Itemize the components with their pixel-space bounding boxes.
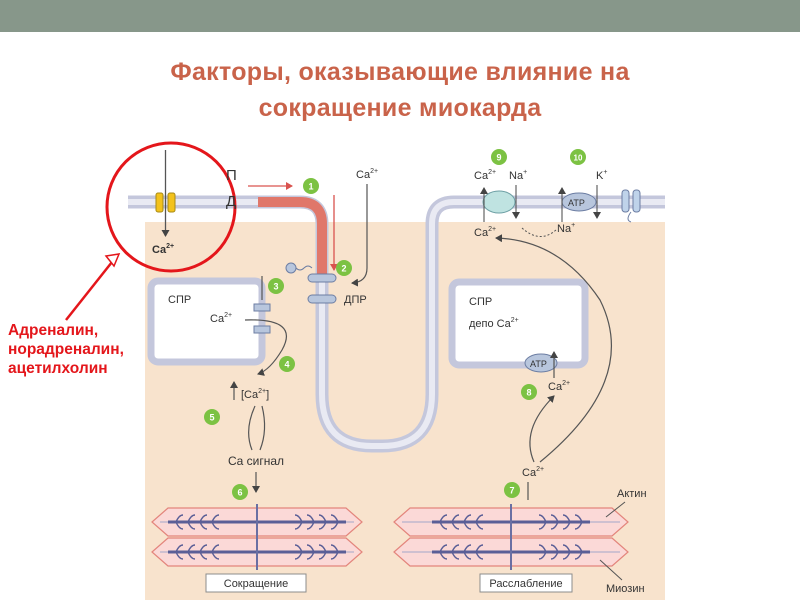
annotation-arrow — [65, 261, 113, 321]
ap-label-d: Д — [226, 193, 236, 210]
dpr-label: ДПР — [344, 294, 367, 306]
annotation-line-2: норадреналин, — [8, 341, 124, 358]
step-badge-4 — [279, 356, 295, 372]
step-badge-8 — [521, 384, 537, 400]
highlight-circle — [105, 141, 237, 273]
step-1-label: 1 — [308, 182, 313, 192]
annotation-arrowhead — [104, 253, 121, 268]
title-line-1: Факторы, оказывающие влияние на — [170, 58, 630, 86]
dhpr-receptor-bottom — [307, 294, 337, 304]
step-badge-9 — [491, 149, 507, 165]
ca-in-label: Ca2+ — [474, 226, 496, 239]
ryr-channel-bottom — [253, 325, 271, 334]
step-3-label: 3 — [273, 282, 278, 292]
relaxation-box — [479, 573, 573, 593]
na-in-label: Na+ — [509, 169, 527, 182]
title-line-2: сокращение миокарда — [258, 94, 542, 122]
sr-right-label: СПР — [469, 296, 492, 308]
ca-out-label: Ca2+ — [474, 169, 496, 182]
step-badge-1 — [303, 178, 319, 194]
ca-signal-label: Ca сигнал — [228, 454, 284, 468]
ca-top-label: Ca2+ — [356, 168, 378, 181]
myosin-label: Миозин — [606, 583, 645, 595]
sarcomere-right — [393, 504, 629, 570]
k-channel-right — [632, 189, 641, 213]
step-4-label: 4 — [284, 360, 289, 370]
k-label: K+ — [596, 169, 607, 182]
annotation-line-3: ацетилхолин — [8, 360, 108, 377]
step-badge-7 — [504, 482, 520, 498]
actin-label: Актин — [617, 488, 647, 500]
step-10-label: 10 — [574, 154, 583, 163]
depot-label: депо Ca2+ — [469, 317, 519, 330]
ca-to-sr-arrow — [529, 395, 555, 463]
hormone-annotation: Адреналин, норадреналин, ацетилхолин — [8, 321, 124, 378]
sr-left-label: СПР — [168, 294, 191, 306]
sr-left — [147, 277, 266, 366]
ap-label-p: П — [226, 167, 237, 184]
page-title: Факторы, оказывающие влияние на сокращен… — [0, 54, 800, 126]
step-5-label: 5 — [209, 413, 214, 423]
ryr-channel-top — [253, 303, 271, 312]
step-6-label: 6 — [237, 488, 242, 498]
annotation-line-1: Адреналин, — [8, 322, 99, 339]
step-badge-3 — [268, 278, 284, 294]
serca-pump — [524, 353, 558, 373]
ca-bottom-label: Ca2+ — [522, 466, 544, 479]
step-7-label: 7 — [509, 486, 514, 496]
step-2-label: 2 — [341, 264, 346, 274]
step-9-label: 9 — [496, 153, 501, 163]
dhpr-receptor-top — [307, 273, 337, 283]
ligand-icon — [285, 262, 297, 274]
sr-left-ca: Ca2+ — [210, 312, 232, 325]
ca-entry-arrow — [351, 184, 368, 287]
na-out-label: Na+ — [557, 222, 575, 235]
step-badge-5 — [204, 409, 220, 425]
top-bar — [0, 0, 800, 32]
ca-concentration: [Ca2+] — [241, 388, 269, 401]
myosin-pointer — [599, 559, 623, 581]
ca-channel-right — [167, 192, 176, 213]
step-badge-2 — [336, 260, 352, 276]
relaxation-label: Расслабление — [489, 578, 562, 590]
ca-uptake-label: Ca2+ — [548, 380, 570, 393]
sarcomere-left — [151, 504, 363, 570]
step-badge-6 — [232, 484, 248, 500]
sr-right — [448, 278, 589, 369]
step-badge-10 — [570, 149, 586, 165]
ca-release-arrow — [244, 319, 287, 376]
depolarized-membrane — [258, 197, 327, 282]
k-channel-left — [621, 189, 630, 213]
step-8-label: 8 — [526, 388, 531, 398]
contraction-box — [205, 573, 307, 593]
na-k-atp-label: ATP — [568, 198, 585, 208]
serca-atp-label: ATP — [530, 359, 547, 369]
ca-to-exchanger-arrow — [495, 234, 612, 463]
contraction-label: Сокращение — [224, 578, 289, 590]
ca-channel-left — [155, 192, 164, 213]
ca-channel-label: Ca2+ — [152, 243, 174, 256]
actin-pointer — [605, 501, 626, 518]
ncx-exchanger — [482, 190, 516, 214]
